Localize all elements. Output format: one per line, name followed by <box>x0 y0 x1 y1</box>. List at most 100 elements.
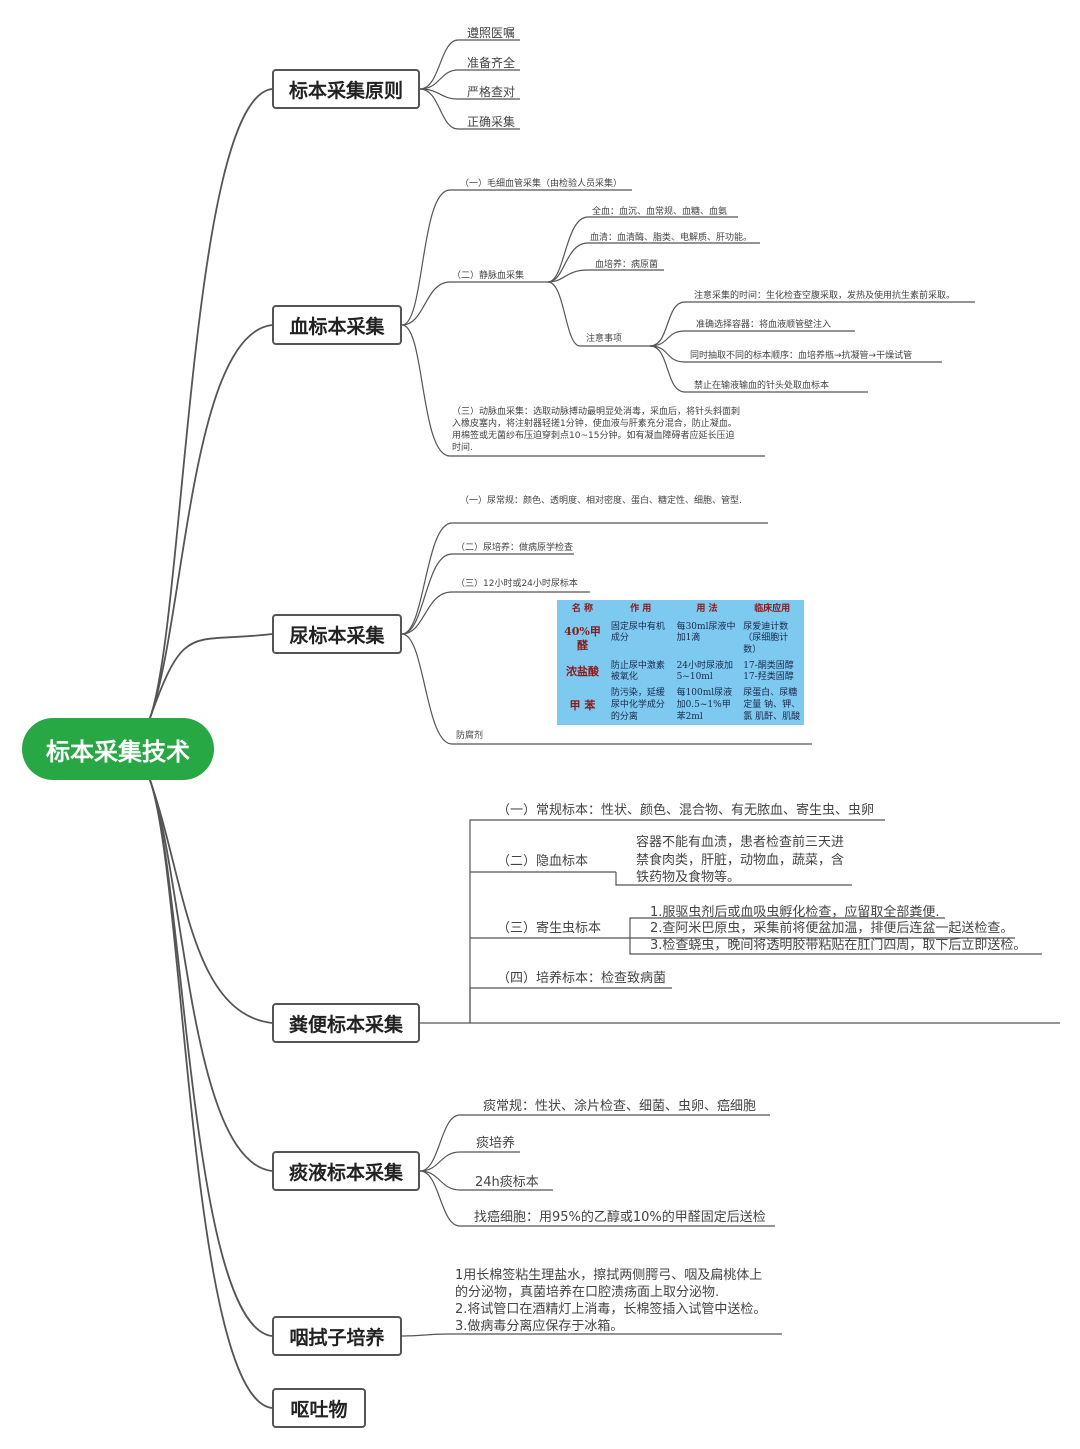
table-cell: 尿蛋白、尿糖定量 钠、钾、氯 肌酐、肌酸 <box>743 688 801 722</box>
blood-venous-item[interactable]: 全血：血沉、血常规、血糖、血氨 <box>592 207 728 217</box>
stool-culture[interactable]: （四）培养标本：检查致病菌 <box>497 971 667 986</box>
node-stool-label: 粪便标本采集 <box>288 1013 403 1036</box>
blood-link <box>401 281 548 326</box>
root-link-urine <box>149 633 273 719</box>
blood-link <box>401 324 765 457</box>
blood-note[interactable]: 准确选择容器：将血液顺管壁注入 <box>696 320 832 330</box>
table-cell: 浓盐酸 <box>565 665 599 679</box>
blood-venous-link <box>547 281 650 347</box>
root-label: 标本采集技术 <box>46 737 190 766</box>
node-urine-label: 尿标本采集 <box>289 624 385 647</box>
table-cell: 40%甲醛 <box>564 624 601 653</box>
node-throat-label: 咽拭子培养 <box>289 1326 385 1349</box>
urine-preservative-label[interactable]: 防腐剂 <box>456 731 484 741</box>
table-cell: 固定尿中有机成分 <box>610 621 665 644</box>
node-principle-label: 标本采集原则 <box>288 79 403 102</box>
principle-link <box>419 39 520 90</box>
principle-item[interactable]: 遵照医嘱 <box>467 26 516 40</box>
blood-arterial[interactable]: （三）动脉血采集：选取动脉搏动最明显处消毒，采血后，将针头斜面刺入橡皮塞内，将注… <box>452 407 741 454</box>
node-throat[interactable]: 咽拭子培养 <box>272 1316 402 1356</box>
sputum-item[interactable]: 找癌细胞：用95%的乙醇或10%的甲醛固定后送检 <box>474 1210 766 1225</box>
table-row: 浓盐酸 防止尿中激素被氧化 24小时尿液加5~10ml 17-酮类固醇 17-羟… <box>557 659 804 686</box>
node-sputum[interactable]: 痰液标本采集 <box>272 1151 420 1191</box>
preservative-table: 名 称 作 用 用 法 临床应用 40%甲醛 固定尿中有机成分 每30ml尿液中… <box>557 600 804 726</box>
stool-parasite-note[interactable]: 2.查阿米巴原虫，采集前将便盆加温，排便后连盆一起送检查。 <box>650 921 1014 936</box>
throat-note[interactable]: 1用长棉签粘生理盐水，擦拭两侧腭弓、咽及扁桃体上的分泌物，真菌培养在口腔溃疡面上… <box>455 1268 767 1334</box>
blood-venous-link <box>547 242 760 283</box>
throat-link <box>401 1333 782 1337</box>
node-urine[interactable]: 尿标本采集 <box>272 614 402 654</box>
stool-parasite-link <box>629 938 1042 955</box>
principle-item[interactable]: 准备齐全 <box>467 56 516 70</box>
stool-link <box>469 987 672 1023</box>
table-cell: 17-酮类固醇 17-羟类固醇 <box>743 660 794 683</box>
stool-occult-link <box>615 872 852 886</box>
node-sputum-label: 痰液标本采集 <box>288 1161 403 1184</box>
stool-parasite-note[interactable]: 1.服驱虫剂后或血吸虫孵化检查，应留取全部粪便. <box>650 905 940 920</box>
table-cell: 每100ml尿液加0.5~1%甲苯2ml <box>676 688 733 722</box>
node-principle[interactable]: 标本采集原则 <box>272 69 420 109</box>
table-header: 用 法 <box>696 604 718 614</box>
urine-routine[interactable]: （一）尿常规：颜色、透明度、相对密度、蛋白、糖定性、细胞、管型. <box>460 496 742 506</box>
blood-venous-item[interactable]: 血培养：病原菌 <box>595 260 659 270</box>
principle-item[interactable]: 正确采集 <box>467 115 516 129</box>
principle-link <box>419 69 520 90</box>
sputum-link <box>419 1151 520 1172</box>
table-cell: 甲 苯 <box>569 698 596 712</box>
sputum-item[interactable]: 痰常规：性状、涂片检查、细菌、虫卵、癌细胞 <box>483 1099 757 1114</box>
node-blood-label: 血标本采集 <box>289 315 385 338</box>
blood-venous[interactable]: （二）静脉血采集 <box>452 271 525 281</box>
root-link-principle <box>149 88 273 719</box>
sputum-link <box>419 1170 553 1191</box>
node-blood[interactable]: 血标本采集 <box>272 305 402 345</box>
table-header-row: 名 称 作 用 用 法 临床应用 <box>557 600 804 620</box>
stool-parasite-note[interactable]: 3.检查蛲虫，晚间将透明胶带粘贴在肛门四周，取下后立即送检。 <box>650 938 1027 953</box>
blood-note-link <box>649 345 942 363</box>
table-header: 临床应用 <box>754 604 791 614</box>
blood-capillary[interactable]: （一）毛细血管采集（由检验人员采集） <box>460 179 623 189</box>
urine-timed[interactable]: （三）12小时或24小时尿标本 <box>456 579 578 589</box>
root-link-blood <box>149 324 273 719</box>
stool-occult-note[interactable]: 容器不能有血渍，患者检查前三天进禁食肉类，肝脏，动物血，蔬菜，含铁药物及食物等。 <box>636 835 845 886</box>
blood-note[interactable]: 禁止在输液输血的针头处取血标本 <box>694 381 830 391</box>
stool-parasite[interactable]: （三）寄生虫标本 <box>497 921 602 936</box>
stool-routine[interactable]: （一）常规标本：性状、颜色、混合物、有无脓血、寄生虫、虫卵 <box>497 803 875 818</box>
principle-link <box>419 88 520 100</box>
sputum-link <box>419 1114 770 1172</box>
table-row: 40%甲醛 固定尿中有机成分 每30ml尿液中加1滴 尿爱迪计数（尿细胞计数） <box>557 620 804 659</box>
table-row: 甲 苯 防污染，延缓尿中化学成分的分离 每100ml尿液加0.5~1%甲苯2ml… <box>557 686 804 725</box>
table-cell: 防止尿中激素被氧化 <box>610 660 665 683</box>
principle-item[interactable]: 严格查对 <box>467 85 516 99</box>
table-cell: 防污染，延缓尿中化学成分的分离 <box>610 688 665 722</box>
blood-venous-item[interactable]: 血清：血清酶、脂类、电解质、肝功能。 <box>590 233 753 243</box>
blood-notes-label[interactable]: 注意事项 <box>586 334 623 344</box>
sputum-link <box>419 1170 775 1227</box>
stool-occult[interactable]: （二）隐血标本 <box>497 854 589 869</box>
table-header: 作 用 <box>630 604 652 614</box>
table-cell: 尿爱迪计数（尿细胞计数） <box>743 621 789 656</box>
urine-link <box>401 553 574 635</box>
stool-parasite-link <box>629 917 945 938</box>
urine-link <box>401 522 768 635</box>
blood-note[interactable]: 注意采集的时间：生化检查空腹采取，发热及使用抗生素前采取。 <box>694 291 956 301</box>
sputum-item[interactable]: 24h痰标本 <box>475 1175 539 1190</box>
blood-venous-link <box>547 269 664 283</box>
blood-note[interactable]: 同时抽取不同的标本顺序：血培养瓶→抗凝管→干燥试管 <box>690 351 913 361</box>
principle-link <box>419 88 520 130</box>
node-vomit-label: 呕吐物 <box>290 1398 348 1421</box>
root-node[interactable]: 标本采集技术 <box>22 718 214 780</box>
stool-link <box>469 819 885 1023</box>
urine-link <box>401 591 590 635</box>
urine-link <box>401 633 812 745</box>
root-link-vomit <box>149 779 273 1409</box>
table-header: 名 称 <box>571 604 594 614</box>
blood-note-link <box>649 301 975 347</box>
urine-culture[interactable]: （二）尿培养：做病原学检查 <box>456 543 574 553</box>
root-link-sputum <box>149 779 273 1172</box>
sputum-item[interactable]: 痰培养 <box>476 1136 516 1151</box>
node-vomit[interactable]: 呕吐物 <box>272 1388 366 1428</box>
node-stool[interactable]: 粪便标本采集 <box>272 1003 420 1043</box>
blood-link <box>401 189 632 326</box>
blood-venous-link <box>547 216 738 283</box>
